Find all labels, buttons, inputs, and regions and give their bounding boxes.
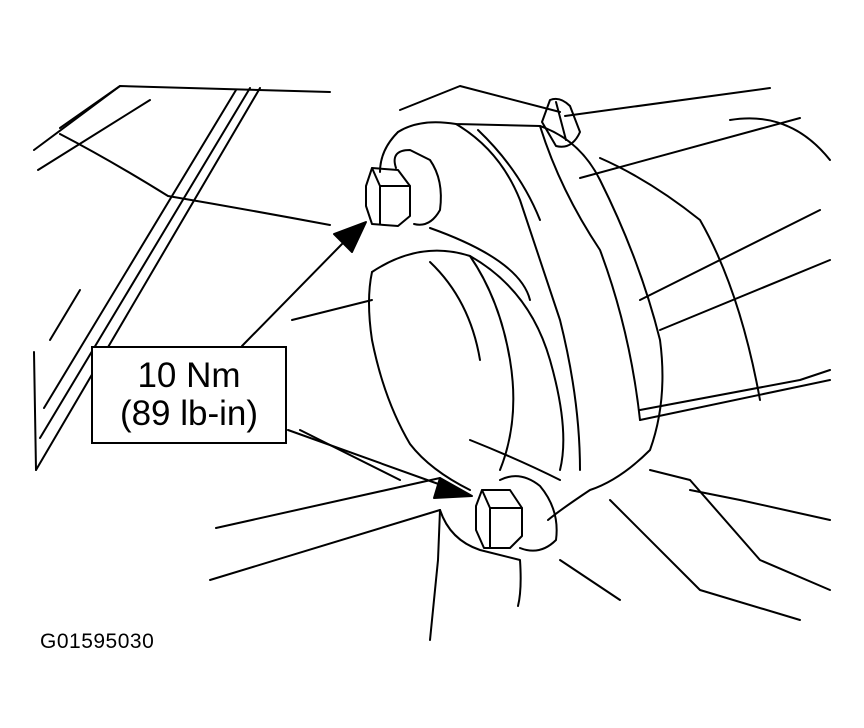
cylindrical-boss: [291, 249, 565, 491]
upper-bolt: [365, 149, 442, 227]
housing-background: [399, 85, 831, 621]
upper-pointer-arrow: [241, 221, 367, 347]
left-bracket: [33, 85, 331, 471]
upper-stud: [541, 97, 581, 148]
lower-mount: [209, 477, 522, 641]
figure-id: G01595030: [40, 630, 155, 653]
lower-pointer-arrow: [287, 429, 473, 499]
torque-callout: 10 Nm (89 lb-in): [91, 346, 287, 444]
flange-plate: [379, 121, 664, 521]
lower-bolt: [475, 475, 558, 552]
lower-arrow-head: [433, 477, 473, 499]
torque-metric-label: 10 Nm: [137, 356, 241, 395]
upper-arrow-head: [333, 221, 367, 253]
torque-imperial-label: (89 lb-in): [119, 394, 259, 433]
